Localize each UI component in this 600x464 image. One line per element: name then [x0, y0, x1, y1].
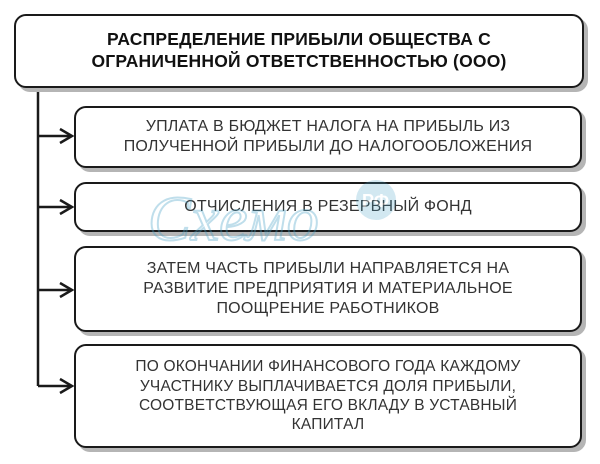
- step-text-development: ЗАТЕМ ЧАСТЬ ПРИБЫЛИ НАПРАВЛЯЕТСЯ НА РАЗВ…: [143, 260, 513, 317]
- diagram-title: РАСПРЕДЕЛЕНИЕ ПРИБЫЛИ ОБЩЕСТВА С ОГРАНИЧ…: [91, 29, 507, 71]
- diagram-title-box: РАСПРЕДЕЛЕНИЕ ПРИБЫЛИ ОБЩЕСТВА С ОГРАНИЧ…: [14, 14, 584, 88]
- connector-arrow-1: [38, 127, 75, 145]
- step-text-reserve-fund: ОТЧИСЛЕНИЯ В РЕЗЕРВНЫЙ ФОНД: [184, 198, 472, 215]
- step-text-tax-payment: УПЛАТА В БЮДЖЕТ НАЛОГА НА ПРИБЫЛЬ ИЗ ПОЛ…: [123, 118, 533, 155]
- connector-arrow-3: [38, 281, 75, 299]
- connector-arrow-2: [38, 198, 75, 216]
- step-box-tax-payment: УПЛАТА В БЮДЖЕТ НАЛОГА НА ПРИБЫЛЬ ИЗ ПОЛ…: [74, 106, 582, 168]
- step-box-development: ЗАТЕМ ЧАСТЬ ПРИБЫЛИ НАПРАВЛЯЕТСЯ НА РАЗВ…: [74, 246, 582, 332]
- step-box-reserve-fund: ОТЧИСЛЕНИЯ В РЕЗЕРВНЫЙ ФОНД: [74, 182, 582, 232]
- step-text-dividends: ПО ОКОНЧАНИИ ФИНАНСОВОГО ГОДА КАЖДОМУ УЧ…: [135, 358, 521, 434]
- step-box-dividends: ПО ОКОНЧАНИИ ФИНАНСОВОГО ГОДА КАЖДОМУ УЧ…: [74, 344, 582, 448]
- connector-arrow-4: [38, 377, 75, 395]
